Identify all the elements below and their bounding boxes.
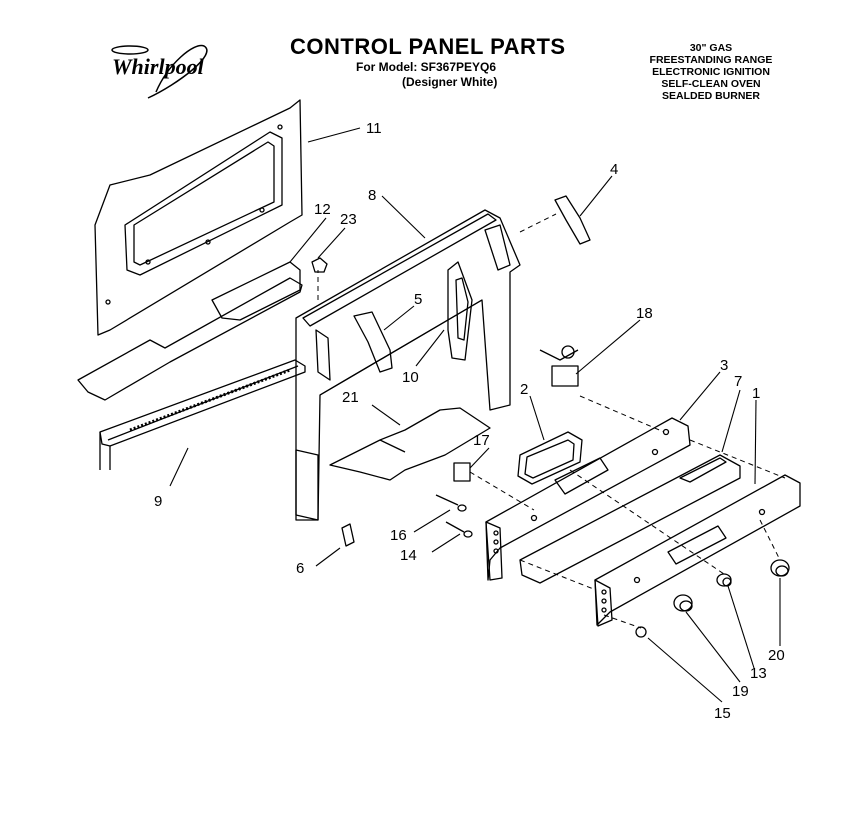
- callout-numbers: 11 12 23 8 4 5 10 18 21 2 3 7 1 17 16 14…: [154, 120, 785, 722]
- part-23-clip: [311, 257, 328, 273]
- callout-11: 11: [366, 120, 382, 137]
- part-7-trim-strip: [519, 454, 741, 584]
- callout-19: 19: [732, 683, 749, 700]
- leader-lines: [169, 127, 781, 703]
- callout-1: 1: [752, 385, 760, 402]
- part-15-button: [635, 626, 647, 638]
- part-9-12-trim-rail: [77, 261, 306, 470]
- callout-12: 12: [314, 201, 331, 218]
- callout-2: 2: [520, 381, 528, 398]
- callout-6: 6: [296, 560, 304, 577]
- desc-line: ELECTRONIC IGNITION: [652, 66, 770, 78]
- part-5-end-cap: [353, 311, 393, 373]
- callout-23: 23: [340, 211, 357, 228]
- callout-18: 18: [636, 305, 653, 322]
- part-4-end-cap: [554, 195, 591, 245]
- callout-3: 3: [720, 357, 728, 374]
- whirlpool-logo: Whirlpool: [108, 44, 236, 100]
- part-8-control-panel-frame: [295, 209, 521, 521]
- part-2-display-module: [517, 431, 583, 485]
- callout-7: 7: [734, 373, 742, 390]
- callout-9: 9: [154, 493, 162, 510]
- desc-line: SEALDED BURNER: [661, 90, 760, 102]
- callout-10: 10: [402, 369, 419, 386]
- callout-13: 13: [750, 665, 767, 682]
- part-3-inner-panel: [485, 417, 691, 581]
- part-13-knob: [716, 573, 732, 587]
- desc-line: FREESTANDING RANGE: [649, 54, 773, 66]
- part-6-clip: [341, 523, 355, 547]
- callout-21: 21: [342, 389, 359, 406]
- logo-swoosh-icon: [111, 44, 208, 99]
- page-title: CONTROL PANEL PARTS: [290, 34, 566, 59]
- callout-20: 20: [768, 647, 785, 664]
- part-19-knob: [673, 594, 693, 612]
- part-18-switch: [539, 345, 579, 387]
- part-21-bracket: [329, 407, 491, 481]
- model-line: For Model: SF367PEYQ6: [356, 60, 497, 74]
- desc-line: 30" GAS: [689, 42, 733, 54]
- callout-15: 15: [714, 705, 731, 722]
- desc-line: SELF-CLEAN OVEN: [661, 78, 761, 90]
- alignment-lines: [317, 213, 786, 629]
- part-16-spring: [435, 494, 467, 512]
- brand-name: Whirlpool: [112, 54, 204, 79]
- part-17-switch: [453, 462, 471, 482]
- callout-16: 16: [390, 527, 407, 544]
- callout-17: 17: [473, 432, 490, 449]
- part-10-bracket: [447, 261, 473, 361]
- part-1-front-panel: [594, 474, 801, 627]
- model-variant: (Designer White): [402, 75, 498, 89]
- part-20-knob: [770, 559, 790, 577]
- callout-8: 8: [368, 187, 376, 204]
- part-11-rear-shield: [94, 99, 303, 336]
- callout-14: 14: [400, 547, 417, 564]
- part-14-spring: [445, 521, 473, 538]
- callout-4: 4: [610, 161, 618, 178]
- callout-5: 5: [414, 291, 422, 308]
- product-description: 30" GAS FREESTANDING RANGE ELECTRONIC IG…: [626, 42, 796, 102]
